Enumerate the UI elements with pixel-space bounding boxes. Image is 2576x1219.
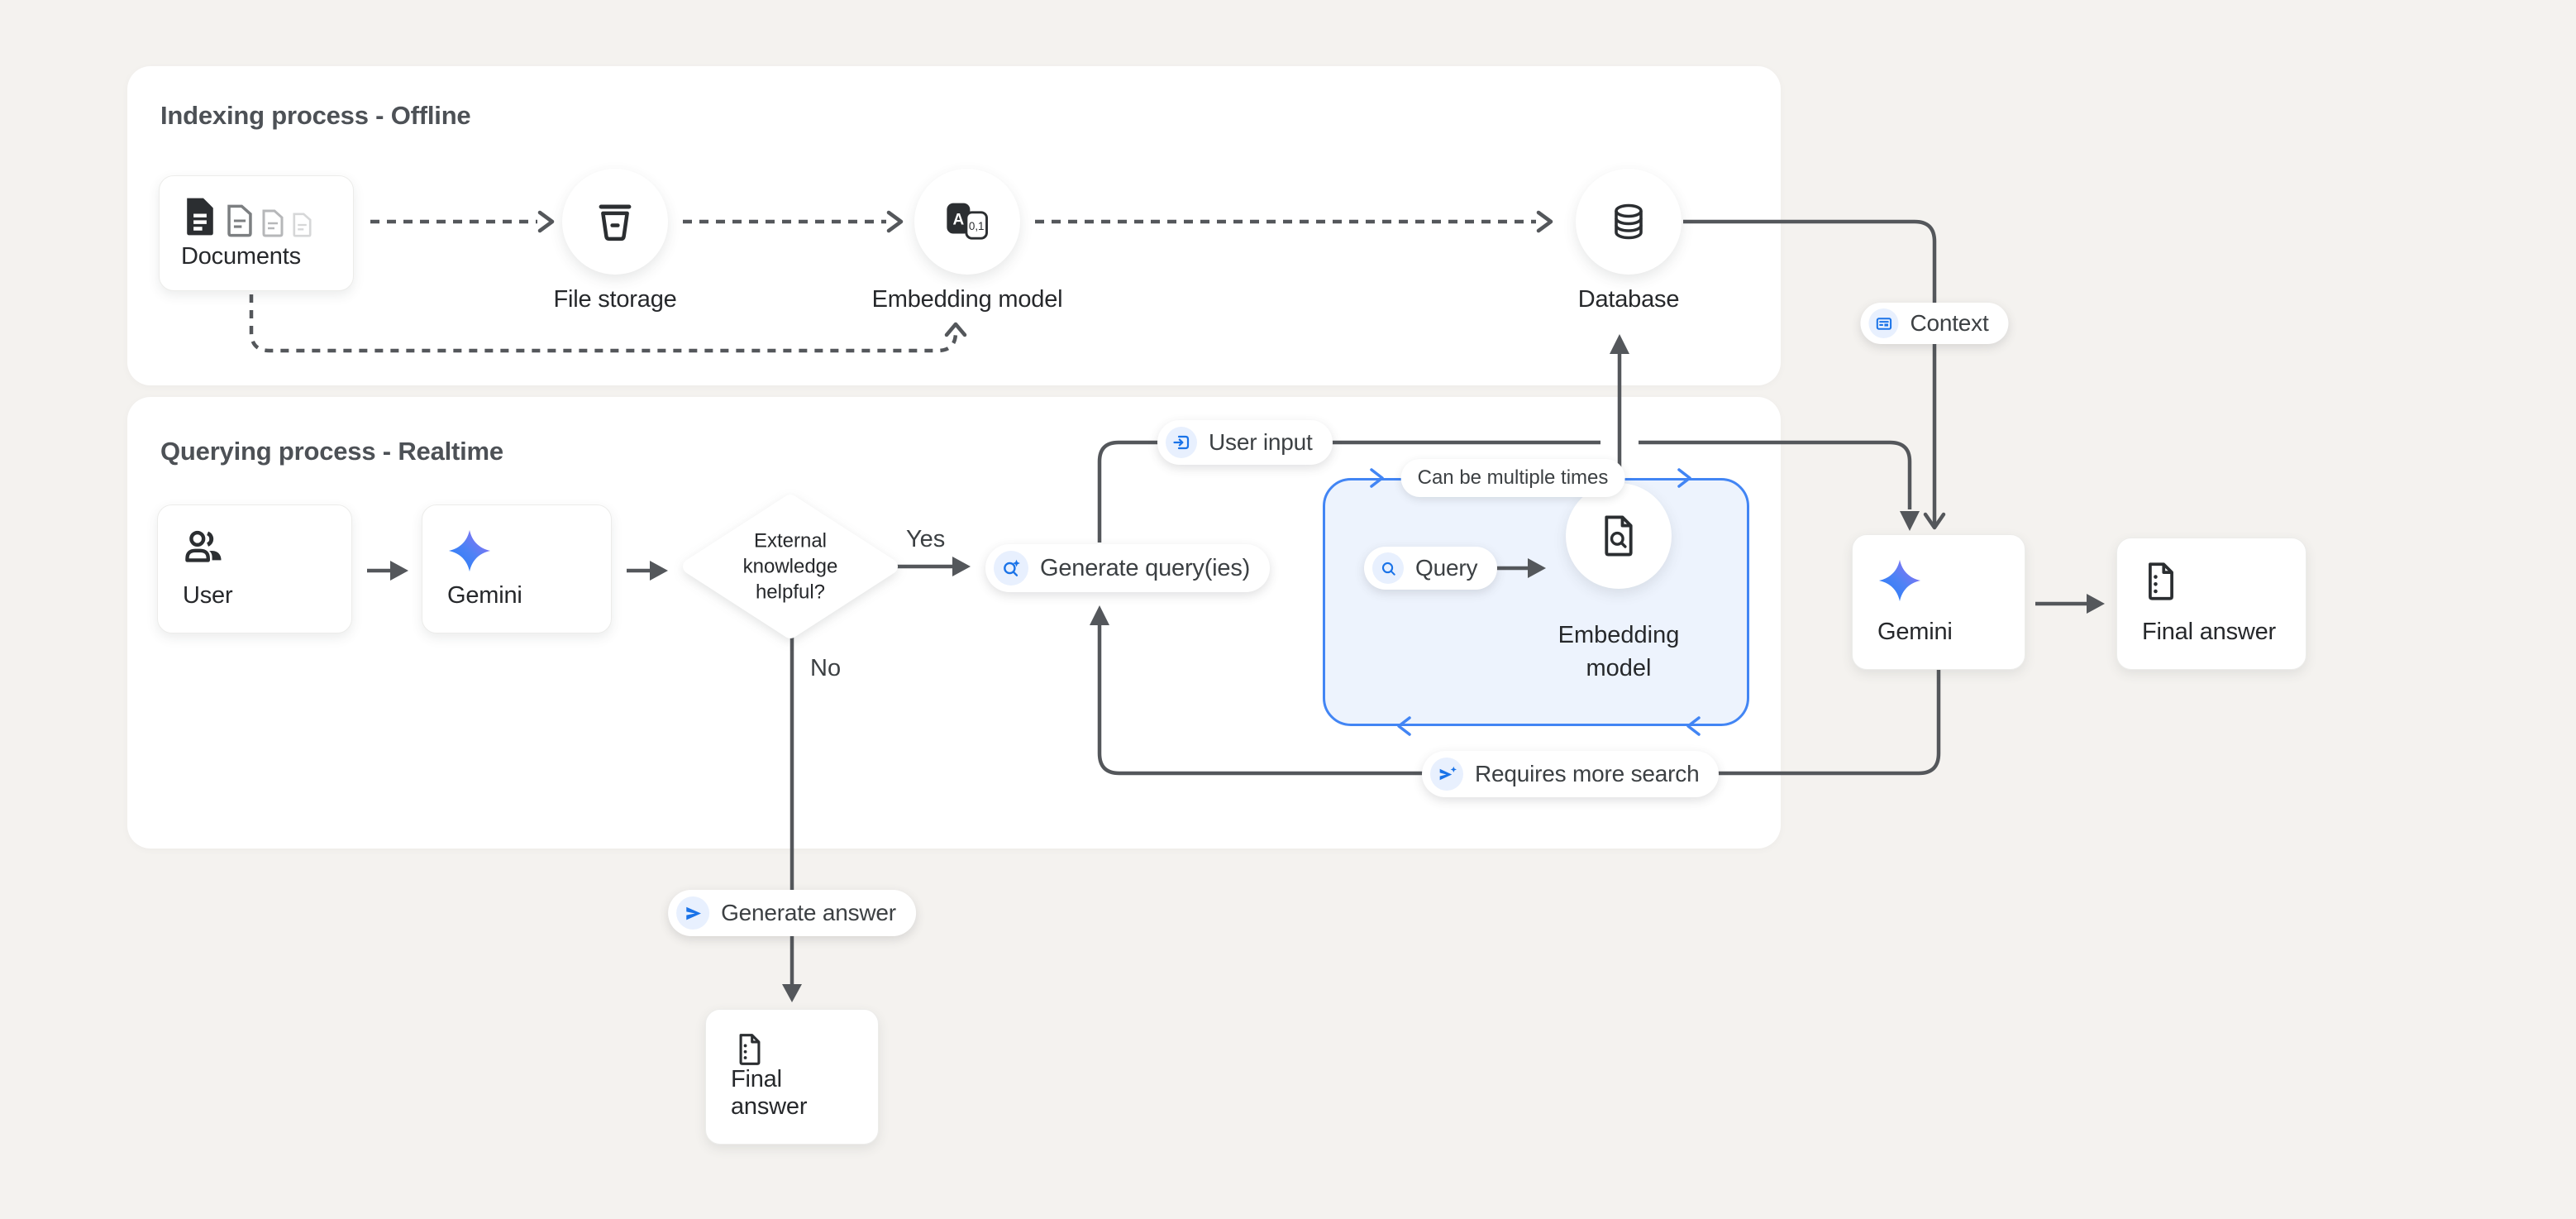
database-label: Database <box>1577 286 1680 313</box>
query-label: Query <box>1415 555 1478 581</box>
final-answer-right-label: Final answer <box>2142 619 2276 645</box>
embedding-model-top-node: A 0,1 <box>914 169 1020 275</box>
context-label: Context <box>1910 310 1989 336</box>
user-input-label: User input <box>1209 429 1313 455</box>
can-be-multiple-times-tag: Can be multiple times <box>1400 459 1625 497</box>
answer-document-icon <box>739 1034 761 1065</box>
yes-label: Yes <box>906 526 946 552</box>
query-pill: Query <box>1364 547 1498 590</box>
generate-answer-pill: Generate answer <box>668 890 916 936</box>
embedding-model-inner-label: Embedding model <box>1558 622 1680 681</box>
text-to-vector-icon: A 0,1 <box>947 203 988 240</box>
send-icon <box>676 896 710 930</box>
send-sparkle-icon <box>1430 758 1463 791</box>
database-cylinder-icon <box>1615 203 1643 240</box>
documents-label: Documents <box>181 243 301 270</box>
gemini-left-label: Gemini <box>447 582 522 609</box>
svg-text:A: A <box>952 211 964 228</box>
indexing-panel-title: Indexing process - Offline <box>160 101 471 130</box>
database-node <box>1576 169 1682 275</box>
requires-more-search-pill: Requires more search <box>1422 751 1720 797</box>
gemini-right-node: Gemini <box>1852 534 2025 670</box>
gemini-left-node: Gemini <box>422 504 612 633</box>
decision-diamond-text: External knowledge helpful? <box>742 529 838 604</box>
user-input-pill: User input <box>1157 420 1333 465</box>
generate-queries-pill: Generate query(ies) <box>985 544 1271 592</box>
svg-text:0,1: 0,1 <box>969 220 985 232</box>
embedding-model-top-label: Embedding model <box>871 286 1063 313</box>
file-storage-node <box>562 169 668 275</box>
search-sparkle-icon <box>994 551 1028 586</box>
gemini-right-label: Gemini <box>1877 619 1953 645</box>
answer-document-icon <box>2149 562 2173 600</box>
storage-bucket-icon <box>599 204 632 241</box>
final-answer-bottom-node: Final answer <box>705 1009 879 1145</box>
search-icon <box>1372 552 1404 584</box>
generate-queries-label: Generate query(ies) <box>1040 554 1251 581</box>
generate-answer-label: Generate answer <box>721 900 896 925</box>
final-answer-bottom-label: Final answer <box>731 1066 808 1120</box>
user-node: User <box>157 504 352 633</box>
article-card-icon <box>1868 308 1899 338</box>
document-search-icon <box>1605 515 1633 557</box>
no-label: No <box>810 655 842 681</box>
querying-panel-title: Querying process - Realtime <box>160 437 503 466</box>
documents-stack-icon <box>181 196 332 237</box>
user-label: User <box>183 582 233 609</box>
gemini-star-icon <box>448 529 491 572</box>
embedding-model-inner-node <box>1566 483 1672 589</box>
people-icon <box>185 530 222 562</box>
final-answer-right-node: Final answer <box>2116 538 2306 670</box>
box-arrow-in-icon <box>1166 427 1197 458</box>
context-pill: Context <box>1860 303 2009 344</box>
requires-more-search-label: Requires more search <box>1475 761 1700 786</box>
gemini-star-icon <box>1878 559 1921 602</box>
file-storage-label: File storage <box>553 286 677 313</box>
documents-node: Documents <box>159 175 354 291</box>
